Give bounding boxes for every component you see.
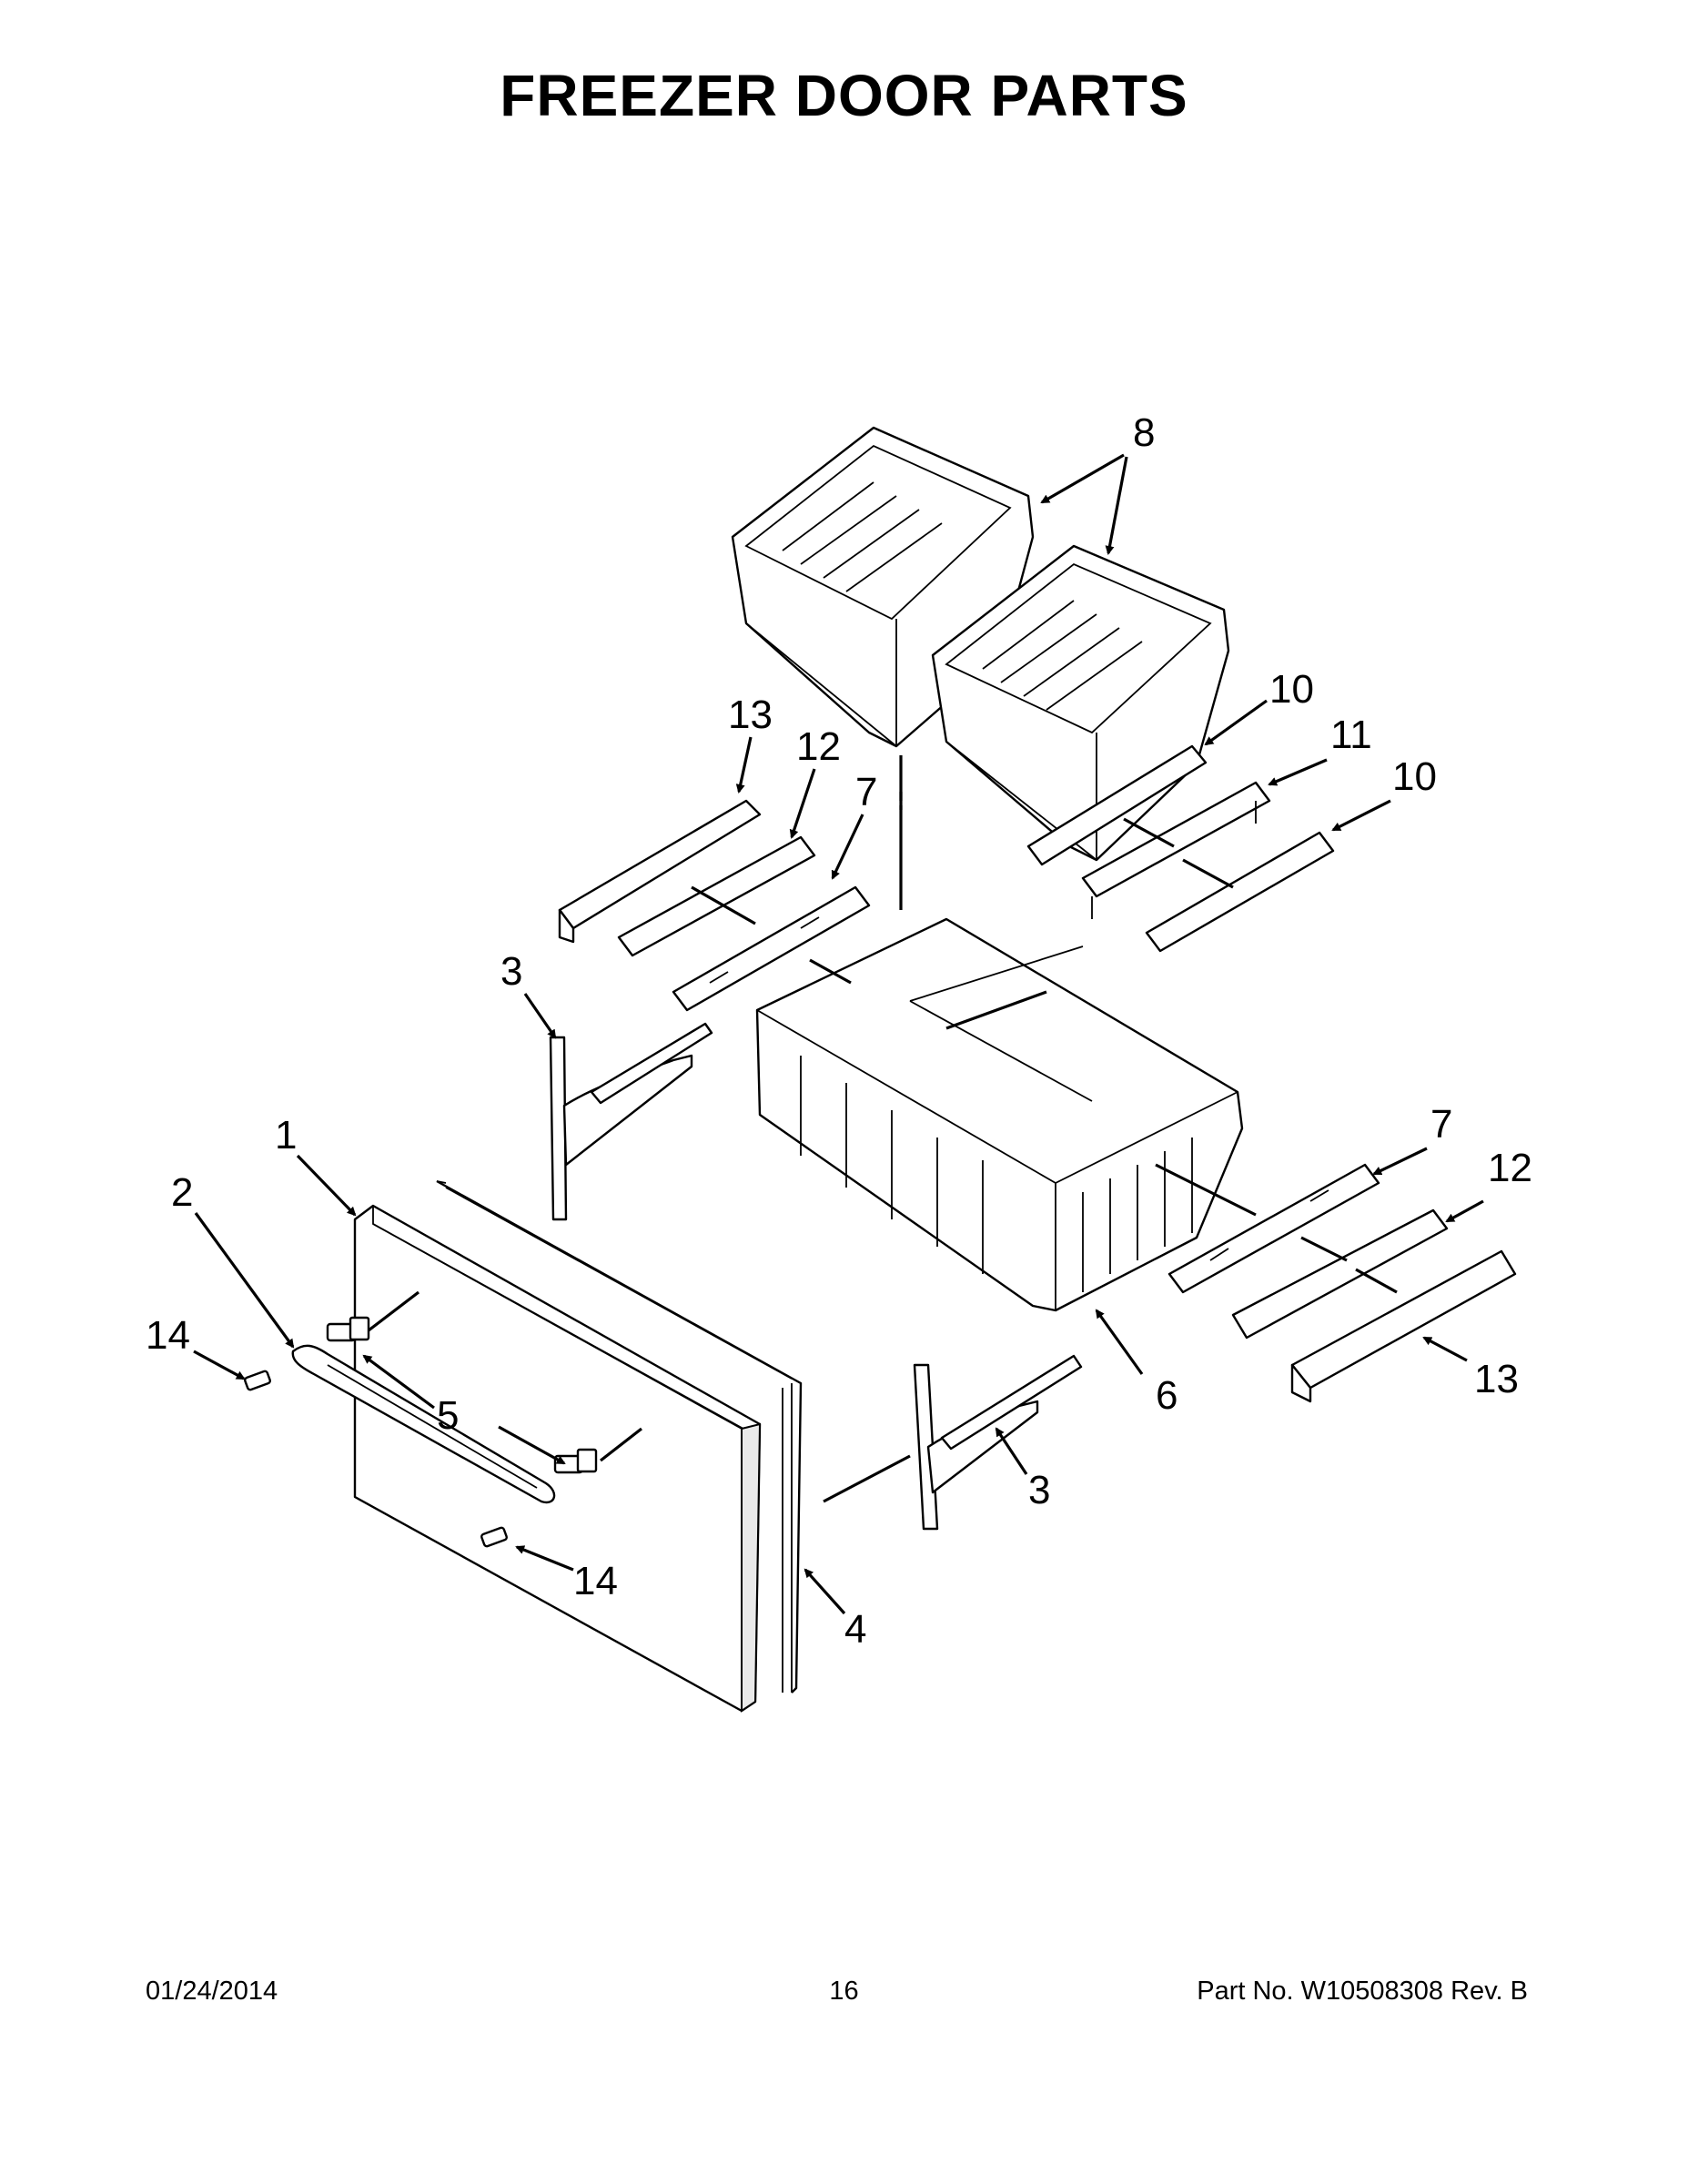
slide-bracket-right	[913, 1354, 1083, 1531]
callout-7-left: 7	[855, 770, 877, 814]
leader-arrows	[193, 453, 1484, 1615]
rail-10-upper-b	[1145, 831, 1335, 953]
callout-5: 5	[437, 1393, 459, 1438]
screw-left	[244, 1370, 271, 1391]
door-handle	[291, 1344, 556, 1504]
callout-12-right: 12	[1488, 1146, 1532, 1190]
main-freezer-basket	[755, 917, 1244, 1312]
callout-11: 11	[1330, 713, 1372, 757]
callout-7-right: 7	[1430, 1102, 1452, 1147]
stud-upper	[326, 1316, 370, 1342]
callout-3-left: 3	[500, 949, 522, 994]
footer-page-number: 16	[829, 1977, 859, 2006]
callout-10-upper: 10	[1269, 667, 1314, 712]
callout-8: 8	[1133, 410, 1155, 455]
callout-3-right: 3	[1028, 1468, 1050, 1512]
rail-12-right	[1231, 1208, 1449, 1340]
rail-10-upper-a	[1026, 744, 1208, 866]
rail-7-right	[1167, 1163, 1380, 1294]
callout-2: 2	[171, 1170, 193, 1215]
callout-12-left: 12	[796, 724, 841, 769]
callout-13-left: 13	[728, 693, 773, 737]
rail-11	[1081, 781, 1271, 919]
footer-part-number: Part No. W10508308 Rev. B	[1197, 1977, 1528, 2006]
page-title: FREEZER DOOR PARTS	[500, 63, 1188, 128]
callout-6: 6	[1156, 1373, 1178, 1418]
callout-13-right: 13	[1474, 1357, 1519, 1401]
callout-14-lower: 14	[573, 1559, 618, 1603]
callout-4: 4	[844, 1607, 866, 1652]
callout-10-lower: 10	[1392, 754, 1437, 799]
callout-14-left: 14	[146, 1313, 190, 1358]
rail-7-left	[672, 885, 871, 1012]
rail-12-left	[617, 835, 816, 957]
callout-1: 1	[275, 1113, 297, 1158]
slide-bracket-left	[549, 1022, 713, 1221]
screw-lower	[480, 1526, 508, 1548]
rail-13-right	[1290, 1249, 1517, 1403]
rail-13-left	[558, 799, 762, 944]
footer-date: 01/24/2014	[146, 1977, 278, 2006]
